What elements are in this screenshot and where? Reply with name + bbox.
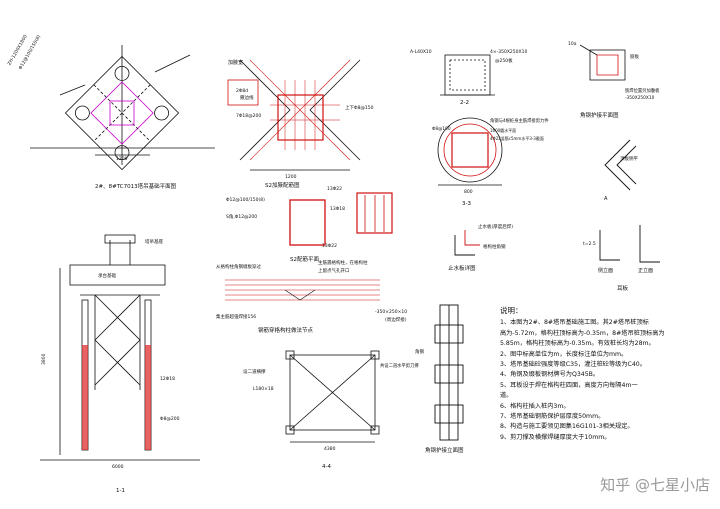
s2-label-2phi8: 2Φ8d — [236, 88, 248, 94]
section-1-1-title: 1-1 — [116, 488, 125, 494]
anchor-label-3: 上留点气孔开口 — [318, 267, 350, 274]
section-4-4-cross: 共设二道水平剪刀撑 — [380, 362, 419, 369]
section-2-2-title: 2-2 — [460, 100, 469, 106]
s2-title: S2加腋配筋图 — [265, 181, 300, 189]
section-1-1-depth: 3800 — [41, 353, 47, 365]
plan-view — [30, 45, 215, 171]
section-2-2-plate: 4×-350X250X10 — [490, 49, 527, 55]
s2-plan-13phi22-b: 13Φ22 — [322, 243, 337, 249]
note-line: 7、塔吊基础钢筋保护层厚度50mm。 — [500, 413, 605, 421]
section-4-4-dim: 4380 — [324, 446, 336, 452]
plan-title: 2#、8#TC7013塔吊基础平面图 — [95, 182, 177, 190]
section-3-3-dim: 800 — [464, 189, 473, 195]
waterstop-title: 止水板详图 — [448, 264, 476, 272]
anchor-label-4: 集主筋超强焊接156 — [216, 313, 256, 320]
section-4-4 — [285, 350, 380, 443]
section-1-1 — [40, 234, 200, 461]
angle-elev-plate: -350×250×10 — [375, 309, 407, 315]
left-pile-rebar — [82, 345, 88, 450]
section-3-3 — [437, 117, 503, 186]
note-line: 3、塔吊基础砼强度等级C35，灌注桩砼等级为C40。 — [500, 361, 646, 369]
anchor-label-1: 从格构柱角钢缀板穿过 — [216, 263, 261, 270]
angle-plate-10a: 10a — [568, 41, 577, 47]
angle-plate-limb: 肢板 — [630, 53, 639, 60]
ear-plate-title: 耳板 — [617, 284, 629, 292]
side-elevation: 侧立面 — [598, 267, 613, 274]
watermark: 知乎 @七星小店 — [600, 476, 710, 494]
s2-plan-13phi22: 13Φ22 — [327, 186, 342, 192]
s2-label-7phi18: 7Φ18@200 — [236, 113, 261, 119]
section-1-1-cap: 承台基础 — [98, 272, 116, 279]
anchor-title: 钢筋穿格构柱做法节点 — [258, 326, 314, 334]
s2-label-top: 上下Φ8@150 — [345, 104, 374, 111]
s2-plan-s-angle: S角,Φ12@200 — [226, 213, 257, 220]
angle-elev-title: 角钢护接立面图 — [425, 446, 464, 454]
s2-plan-stirrup: Φ12@100/150(8) — [226, 197, 265, 203]
right-pile-rebar — [145, 345, 151, 450]
waterstop-plate: 止水板(厚度后焊) — [478, 223, 513, 230]
note-line: 5、耳板设于焊在格构柱四面，高度方向每隔4m一 — [500, 381, 638, 389]
plan-dim: 1200 — [116, 156, 128, 162]
waterstop-detail — [454, 230, 480, 256]
section-4-4-angle: L180×18 — [253, 386, 274, 392]
section-2-2 — [440, 54, 495, 96]
section-3-3-weld: 角钢与4根桩身主筋焊接剪力件 — [490, 117, 549, 124]
section-4-4-title: 4-4 — [322, 464, 331, 470]
section-2-2-angle: A-L40X10 — [410, 49, 432, 55]
anchor-detail — [225, 279, 380, 301]
section-3-3-ring: Φ8@100 — [432, 126, 451, 132]
note-line: 9、剪刀撑及横撑焊缝厚度大于10mm。 — [500, 433, 611, 441]
angle-plate-title: 角钢护接平面图 — [580, 111, 619, 119]
note-line: 6、格构柱插入桩内3m。 — [500, 402, 570, 410]
note-line: 1、本图为2#、8#塔吊基础施工图。其2#塔吊桩顶标 — [500, 319, 649, 327]
section-2-2-spacing: @250板 — [495, 57, 513, 64]
anchor-label-2: 主筋遇格构柱，在格构柱 — [318, 259, 368, 266]
ear-plate — [599, 225, 660, 263]
note-line: 高为-5.72m，格构柱顶标高为-0.35m，8#塔吊桩顶标高为 — [500, 329, 665, 337]
angle-plate-weld: 肢焊位置另加腹板 — [625, 87, 660, 94]
note-line: 道。 — [500, 392, 513, 400]
angle-detail-label: 顶板侧平 — [620, 155, 638, 162]
note-line: 4、角钢及缀板钢材牌号为Q345B。 — [500, 371, 600, 379]
s2-plan-13phi18: 13Φ18 — [330, 206, 345, 212]
s2-label-edge: 腋边线 — [240, 94, 254, 101]
section-1-1-base: 塔吊基座 — [145, 238, 163, 245]
section-4-4-brace: 设二道横撑 — [243, 368, 266, 375]
s2-dim: 1200 — [285, 174, 297, 180]
design-notes: 说明： 1、本图为2#、8#塔吊基础施工图。其2#塔吊桩顶标 高为-5.72m，… — [500, 306, 712, 443]
notes-title: 说明： — [500, 306, 523, 315]
note-line: 8、构造与施工要领见图集16G101-3相关规定。 — [500, 423, 634, 431]
ear-plate-thickness: t=2.5 — [583, 241, 596, 247]
angle-plate-plan — [579, 44, 626, 81]
angle-elev-weld: (周边焊接) — [385, 316, 407, 323]
s2-plan-title: S2配筋平面 — [290, 255, 319, 263]
angle-detail-a: A — [604, 196, 608, 202]
waterstop-angle: 格构柱角钢 — [483, 243, 506, 250]
note-line: 5.85m，格构柱顶标高为-0.35m。有效桩长均为28m。 — [500, 340, 655, 348]
section-3-3-title: 3-3 — [462, 201, 471, 207]
s2-rebar-plan — [289, 192, 393, 246]
section-3-3-bars: 4Φ22竖筋c5mm水平3-3截面 — [490, 135, 544, 141]
note-line: 2、图中标高单位为m，长度标注单位为mm。 — [500, 350, 628, 358]
section-1-1-12phi18: 12Φ18 — [160, 376, 175, 382]
angle-detail-a — [604, 139, 637, 191]
s2-haunch-view — [227, 59, 361, 171]
section-1-1-phi8: Φ8@200 — [160, 416, 180, 422]
front-elevation: 正立面 — [638, 267, 653, 274]
angle-elevation — [434, 304, 464, 441]
s2-label-width: 加腋宽 — [228, 59, 243, 66]
section-3-3-plane: 1600圆水平面 — [490, 127, 516, 133]
angle-elev-angle: 角钢 — [415, 348, 424, 355]
angle-plate-size: -350X250X10 — [625, 95, 655, 101]
section-1-1-width: 6000 — [112, 464, 124, 470]
